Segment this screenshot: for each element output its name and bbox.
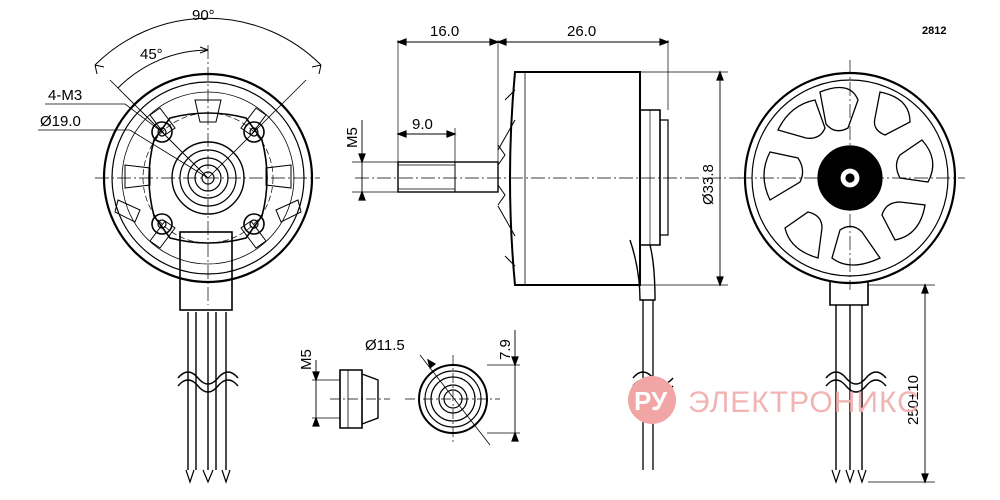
thread-length-label: 9.0 [412, 116, 433, 133]
rear-view [738, 60, 965, 484]
motor-body [509, 71, 641, 286]
watermark-text: ЭЛЕКТРОНИКС [688, 386, 920, 419]
watermark-logo-text: РУ [634, 386, 668, 416]
watermark-logo-icon [628, 376, 676, 424]
side-view [352, 38, 740, 470]
nut-height-label: 7.9 [497, 339, 514, 360]
watermark: РУ ЭЛЕКТРОНИКС [628, 376, 920, 424]
angle-inner-label: 45° [140, 46, 163, 63]
nut-thread-label: M5 [298, 349, 315, 370]
rear-spokes [763, 86, 934, 266]
mount-cross [148, 112, 268, 244]
model-label: 2812 [922, 25, 946, 37]
lead-length-label: 250±10 [905, 375, 922, 425]
body-diameter-label: Ø33.8 [700, 164, 717, 205]
shaft-thread-label: M5 [344, 127, 361, 148]
front-view [38, 17, 322, 484]
mount-holes-label: 4-M3 [48, 87, 82, 104]
nut-views [312, 330, 520, 446]
bolt-circle-label: Ø19.0 [40, 113, 81, 130]
nut-diameter-label: Ø11.5 [365, 337, 405, 354]
shaft-length-label: 16.0 [430, 23, 459, 40]
mount-holes [151, 121, 265, 235]
body-length-label: 26.0 [567, 23, 596, 40]
angle-outer-label: 90° [192, 7, 215, 24]
